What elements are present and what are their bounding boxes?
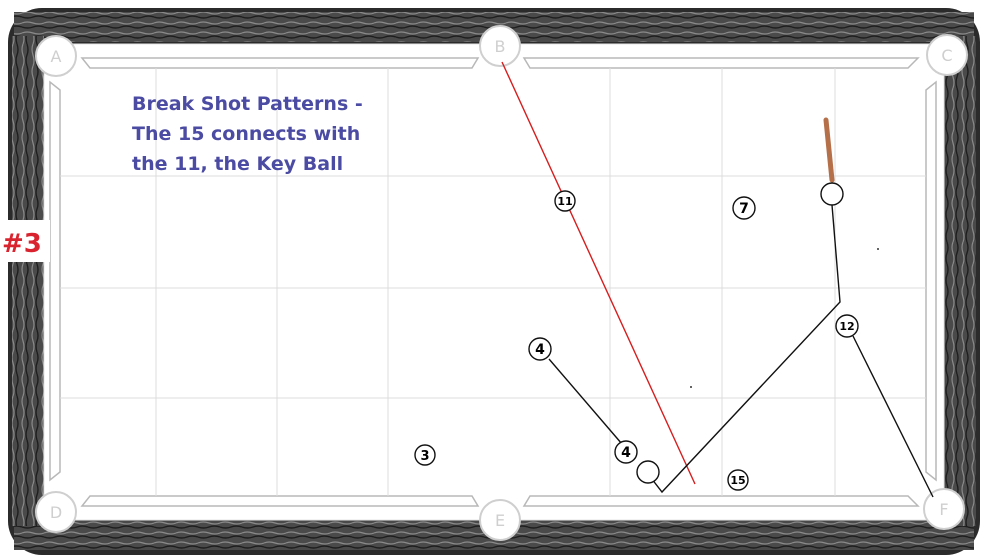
speck bbox=[877, 248, 879, 250]
pocket-f: F bbox=[923, 488, 965, 530]
ball-11-label: 11 bbox=[557, 195, 572, 208]
table-grid bbox=[60, 68, 926, 496]
ball-4-lower-label: 4 bbox=[621, 445, 631, 461]
pocket-e: E bbox=[479, 499, 521, 541]
pocket-e-label: E bbox=[495, 511, 505, 530]
ball-4-lower: 4 bbox=[614, 440, 638, 464]
ball-4-upper: 4 bbox=[528, 337, 552, 361]
ball-3: 3 bbox=[414, 444, 436, 466]
cue-ball-path bbox=[647, 204, 841, 494]
twelve-ball-path bbox=[852, 335, 934, 498]
cue-ball-start bbox=[820, 182, 844, 206]
ball-12-label: 12 bbox=[839, 320, 854, 333]
cue-ball-end bbox=[636, 460, 660, 484]
ball-4-upper-label: 4 bbox=[535, 342, 545, 358]
ball-12: 12 bbox=[835, 314, 859, 338]
pocket-c-label: C bbox=[941, 46, 952, 65]
pockets: A B C D E F bbox=[35, 25, 968, 541]
ball-15: 15 bbox=[727, 469, 749, 491]
table-felt bbox=[43, 43, 945, 521]
ball-15-label: 15 bbox=[730, 474, 745, 487]
pocket-f-label: F bbox=[939, 500, 948, 519]
ball-3-label: 3 bbox=[420, 449, 429, 464]
cushion-outline bbox=[49, 57, 937, 507]
pocket-b: B bbox=[479, 25, 521, 67]
diagram-title: Break Shot Patterns - The 15 connects wi… bbox=[132, 93, 363, 175]
cue-stick bbox=[823, 117, 835, 183]
pocket-d: D bbox=[35, 491, 77, 533]
pocket-a: A bbox=[35, 35, 77, 77]
red-ball-path bbox=[501, 61, 696, 485]
ball-11: 11 bbox=[554, 190, 576, 212]
title-line-2: The 15 connects with bbox=[132, 123, 360, 145]
title-line-3: the 11, the Key Ball bbox=[132, 153, 343, 175]
pocket-b-label: B bbox=[495, 37, 506, 56]
speck bbox=[690, 386, 692, 388]
ball-7-label: 7 bbox=[739, 201, 749, 217]
four-ball-path bbox=[548, 358, 623, 445]
ball-7: 7 bbox=[732, 196, 756, 220]
number-tag-bg bbox=[0, 220, 50, 262]
title-line-1: Break Shot Patterns - bbox=[132, 93, 363, 115]
number-tag: #3 bbox=[2, 229, 42, 259]
pocket-c: C bbox=[926, 34, 968, 76]
pocket-a-label: A bbox=[51, 47, 62, 66]
pocket-d-label: D bbox=[50, 503, 62, 522]
